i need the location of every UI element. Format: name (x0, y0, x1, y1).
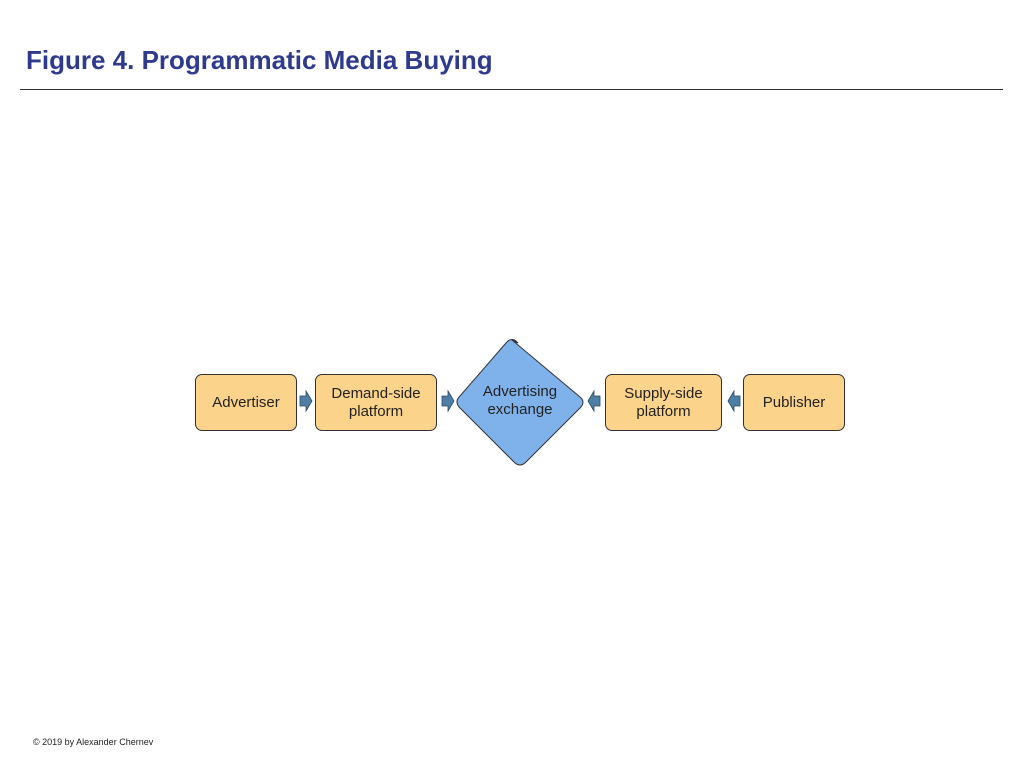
demand-side-platform-node: Demand-side platform (315, 374, 437, 431)
copyright-footer: © 2019 by Alexander Chernev (33, 737, 154, 747)
supply-side-platform-label: Supply-side platform (624, 384, 703, 420)
page-title: Figure 4. Programmatic Media Buying (26, 45, 493, 75)
arrow-left-icon (587, 389, 601, 413)
arrow-left-icon (727, 389, 741, 413)
title-divider (20, 89, 1003, 90)
demand-side-platform-label: Demand-side platform (331, 384, 421, 420)
supply-side-platform-node: Supply-side platform (605, 374, 722, 431)
exchange-diamond (456, 339, 584, 466)
arrow-right-icon (441, 389, 455, 413)
advertising-exchange-label: Advertising exchange (482, 383, 558, 418)
publisher-label: Publisher (762, 393, 826, 411)
publisher-node: Publisher (743, 374, 845, 431)
advertiser-label: Advertiser (212, 393, 280, 411)
arrow-right-icon (299, 389, 313, 413)
advertiser-node: Advertiser (195, 374, 297, 431)
